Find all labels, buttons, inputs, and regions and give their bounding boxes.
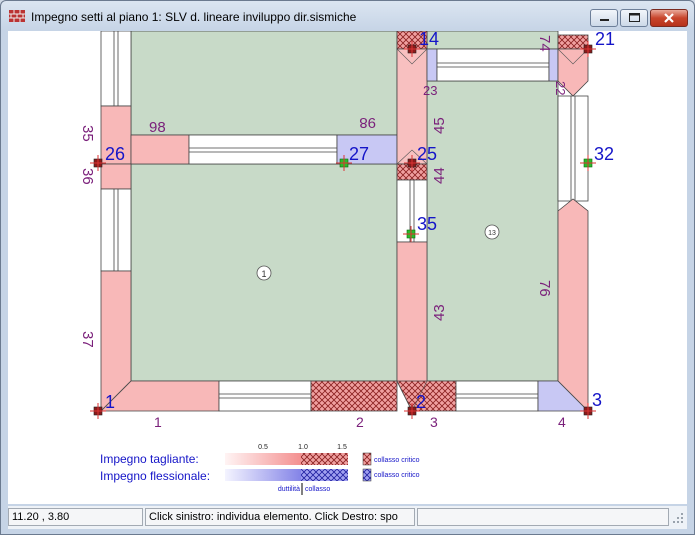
wall-label-37: 37 xyxy=(79,331,96,348)
minimize-button[interactable] xyxy=(590,9,618,27)
node-label-26: 26 xyxy=(105,144,125,164)
wall-98-mid[interactable] xyxy=(188,134,338,165)
window-title: Impegno setti al piano 1: SLV d. lineare… xyxy=(31,10,357,24)
wall-label-44: 44 xyxy=(431,167,448,184)
panel-label-1: 1 xyxy=(256,265,272,281)
close-icon xyxy=(664,13,674,23)
wall-bottom-white-2[interactable] xyxy=(455,380,539,412)
svg-text:13: 13 xyxy=(488,230,496,237)
wall-74-hatch[interactable] xyxy=(557,34,589,50)
status-message: Click sinistro: individua elemento. Clic… xyxy=(145,508,415,526)
wall-98-left[interactable] xyxy=(130,134,190,165)
wall-left-mid[interactable] xyxy=(100,188,132,272)
wall-2-hatch[interactable] xyxy=(310,380,398,412)
title-bar[interactable]: Impegno setti al piano 1: SLV d. lineare… xyxy=(1,1,694,31)
plan-drawing[interactable]: 1 13 xyxy=(8,31,687,504)
maximize-button[interactable] xyxy=(620,9,648,27)
wall-label-23: 23 xyxy=(423,83,437,98)
legend-flex-critical-swatch xyxy=(362,468,372,482)
legend-shear-critical-scale xyxy=(301,453,348,465)
wall-bottom-white-1[interactable] xyxy=(218,380,312,412)
wall-label-74: 74 xyxy=(536,35,553,52)
minimize-icon xyxy=(600,19,609,21)
node-label-25: 25 xyxy=(417,144,437,164)
svg-text:1: 1 xyxy=(261,269,266,279)
legend-tick-1: 1.0 xyxy=(298,444,308,451)
status-bar: 11.20 , 3.80 Click sinistro: individua e… xyxy=(8,506,687,529)
panel-label-13: 13 xyxy=(484,224,500,240)
legend-shear-critical-text: collasso critico xyxy=(374,457,420,464)
wall-right-mid[interactable] xyxy=(557,95,589,202)
node-label-3: 3 xyxy=(592,390,602,410)
node-label-2: 2 xyxy=(416,392,426,412)
wall-label-98-right: 98 xyxy=(359,114,376,131)
floor-panel-1-top[interactable] xyxy=(130,31,398,136)
wall-76[interactable] xyxy=(557,198,589,412)
wall-label-43: 43 xyxy=(431,304,448,321)
legend: Impegno tagliante: Impegno flessionale: … xyxy=(100,444,420,495)
legend-flex-critical-text: collasso critico xyxy=(374,472,420,479)
wall-label-76: 76 xyxy=(536,280,553,297)
resize-grip-icon[interactable] xyxy=(672,512,684,524)
wall-label-2: 2 xyxy=(356,414,364,430)
wall-label-1: 1 xyxy=(154,414,162,430)
wall-35[interactable] xyxy=(100,105,132,165)
wall-label-98-left: 98 xyxy=(149,119,166,136)
legend-collapse: collasso xyxy=(305,486,330,493)
wall-label-22: 22 xyxy=(553,81,568,95)
legend-flex-critical-scale xyxy=(301,469,348,481)
node-label-21: 21 xyxy=(595,31,615,49)
wall-label-3: 3 xyxy=(430,414,438,430)
wall-upper-connector[interactable] xyxy=(436,48,550,82)
node-label-32: 32 xyxy=(594,144,614,164)
node-label-1: 1 xyxy=(105,392,115,412)
wall-22-blue[interactable] xyxy=(548,48,559,82)
legend-shear-critical-swatch xyxy=(362,452,372,466)
node-label-14: 14 xyxy=(419,31,439,49)
legend-ductility: duttilità xyxy=(278,486,300,493)
wall-label-45: 45 xyxy=(431,117,448,134)
legend-flex-label: Impegno flessionale: xyxy=(100,469,210,483)
drawing-canvas[interactable]: 1 13 xyxy=(8,31,687,504)
wall-23-blue[interactable] xyxy=(426,48,438,82)
legend-tick-2: 1.5 xyxy=(337,444,347,451)
legend-flex-scale xyxy=(225,469,325,481)
legend-shear-label: Impegno tagliante: xyxy=(100,452,199,466)
wall-label-4: 4 xyxy=(558,414,566,430)
node-label-27: 27 xyxy=(349,144,369,164)
status-coords: 11.20 , 3.80 xyxy=(8,508,143,526)
legend-shear-scale xyxy=(225,453,325,465)
wall-left-top[interactable] xyxy=(100,31,132,107)
legend-tick-0: 0.5 xyxy=(258,444,268,451)
maximize-icon xyxy=(629,13,640,22)
wall-label-36: 36 xyxy=(79,168,96,185)
wall-label-35: 35 xyxy=(79,125,96,142)
node-label-35: 35 xyxy=(417,214,437,234)
brick-wall-icon xyxy=(9,10,25,22)
close-button[interactable] xyxy=(650,9,688,27)
wall-3[interactable] xyxy=(396,380,457,412)
status-extra xyxy=(417,508,669,526)
wall-36[interactable] xyxy=(100,163,132,190)
